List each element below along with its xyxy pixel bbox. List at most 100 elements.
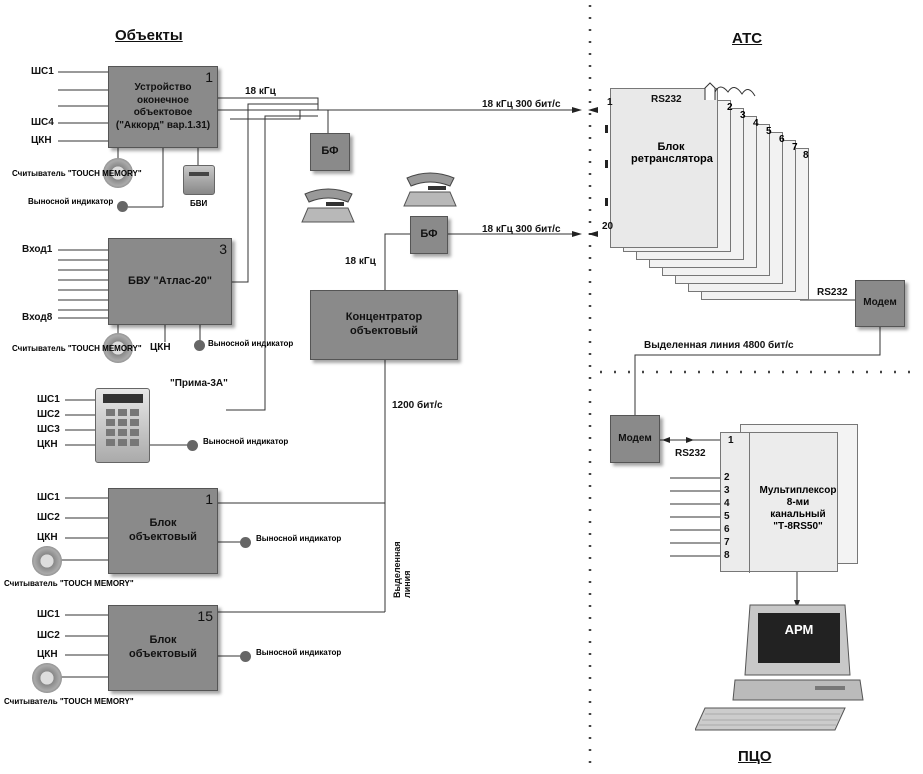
repeater-label: Блок ретранслятора (631, 141, 713, 165)
block15-input-2: ШС2 (37, 630, 60, 641)
keypad-device-icon (95, 388, 150, 463)
block1-indicator-label: Выносной индикатор (256, 534, 342, 543)
mux-channel-2: 2 (724, 472, 730, 483)
repeater-rs232-label: RS232 (651, 94, 682, 105)
bvu-input-1: Вход1 (22, 244, 53, 255)
repeater-num-8: 8 (803, 150, 809, 161)
mux-channel-1: 1 (728, 435, 734, 446)
prima-indicator-label: Выносной индикатор (203, 437, 289, 446)
block15-box: 15 Блок объектовый (108, 605, 218, 691)
section-title-ats: АТС (732, 30, 763, 47)
section-title-objects: Объекты (115, 27, 183, 44)
block15-label: Блок объектовый (129, 634, 197, 660)
block15-input-1: ШС1 (37, 609, 60, 620)
bf-box-1: БФ (310, 133, 350, 171)
concentrator-box: Концентратор объектовый (310, 290, 458, 360)
repeater-num-3: 3 (740, 110, 746, 121)
modem-label-1: Модем (863, 297, 897, 309)
section-title-pco: ПЦО (738, 748, 772, 765)
repeater-num-7: 7 (792, 142, 798, 153)
device1-reader-label: Считыватель "TOUCH MEMORY" (12, 169, 142, 178)
link-18khz-label: 18 кГц (245, 86, 276, 97)
bvu-number: 3 (219, 241, 227, 257)
mux-channel-6: 6 (724, 524, 730, 535)
device1-label: Устройство оконечное объектовое ("Аккорд… (115, 82, 211, 131)
block1-input-1: ШС1 (37, 492, 60, 503)
touch-memory-reader-icon (32, 546, 62, 576)
prima-input-4: ЦКН (37, 439, 58, 450)
repeater-num-5: 5 (766, 126, 772, 137)
block1-label: Блок объектовый (129, 517, 197, 543)
rs232-label-a: RS232 (817, 287, 848, 298)
device1-input-1: ШС1 (31, 66, 54, 77)
bf-box-2: БФ (410, 216, 448, 254)
device1-input-3: ЦКН (31, 135, 52, 146)
device1-indicator-label: Выносной индикатор (28, 197, 114, 206)
bvu-ckn-label: ЦКН (150, 342, 171, 353)
modem-box-2: Модем (610, 415, 660, 463)
indicator-lamp-icon (240, 651, 251, 662)
indicator-lamp-icon (194, 340, 205, 351)
touch-memory-reader-icon (103, 333, 133, 363)
bf-label-2: БФ (420, 228, 438, 241)
modem-box-1: Модем (855, 280, 905, 327)
repeater-box: RS232 Блок ретранслятора (610, 88, 718, 248)
prima-input-2: ШС2 (37, 409, 60, 420)
repeater-num-4: 4 (753, 118, 759, 129)
device1-input-2: ШС4 (31, 117, 54, 128)
link-line1-label: 18 кГц 300 бит/с (482, 99, 561, 110)
dedicated-line-label: Выделенная линия (392, 541, 412, 598)
device1-number: 1 (205, 69, 213, 85)
mux-channel-4: 4 (724, 498, 730, 509)
prima-input-3: ШС3 (37, 424, 60, 435)
prima-input-1: ШС1 (37, 394, 60, 405)
link-18khz-b-label: 18 кГц (345, 256, 376, 267)
bvu-label: БВУ "Атлас-20" (128, 274, 212, 287)
telephone-icon-1 (301, 188, 355, 223)
multiplexer-box: Мультиплексор 8-ми канальный "Т-8RS50" (720, 432, 838, 573)
arm-label: АРМ (784, 622, 814, 637)
bvu-input-8: Вход8 (22, 312, 53, 323)
block1-number: 1 (205, 491, 213, 507)
block1-input-2: ШС2 (37, 512, 60, 523)
repeater-num-6: 6 (779, 134, 785, 145)
repeater-num-2: 2 (727, 102, 733, 113)
block1-box: 1 Блок объектовый (108, 488, 218, 574)
bvu-reader-label: Считыватель "TOUCH MEMORY" (12, 344, 142, 353)
block15-input-3: ЦКН (37, 649, 58, 660)
block1-reader-label: Считыватель "TOUCH MEMORY" (4, 579, 134, 588)
device1-box: 1 Устройство оконечное объектовое ("Акко… (108, 66, 218, 148)
block1-input-3: ЦКН (37, 532, 58, 543)
repeater-port-20: 20 (602, 221, 614, 232)
modem-label-2: Модем (618, 432, 652, 444)
mux-channel-5: 5 (724, 511, 730, 522)
rs232-label-b: RS232 (675, 448, 706, 459)
concentrator-label: Концентратор объектовый (345, 311, 423, 337)
leased-line-label: Выделенная линия 4800 бит/с (644, 340, 794, 351)
mux-channel-3: 3 (724, 485, 730, 496)
mux-channel-7: 7 (724, 537, 730, 548)
bf-label-1: БФ (321, 145, 339, 158)
link-line2-label: 18 кГц 300 бит/с (482, 224, 561, 235)
bvi-label: БВИ (190, 199, 208, 208)
bvu-indicator-label: Выносной индикатор (208, 339, 294, 348)
indicator-lamp-icon (187, 440, 198, 451)
prima-label: "Прима-3А" (170, 378, 228, 389)
computer-workstation-icon (695, 604, 864, 731)
indicator-lamp-icon (240, 537, 251, 548)
block15-reader-label: Считыватель "TOUCH MEMORY" (4, 697, 134, 706)
link-1200bps-label: 1200 бит/с (392, 400, 443, 411)
bvu-box: 3 БВУ "Атлас-20" (108, 238, 232, 325)
block15-number: 15 (197, 608, 213, 624)
repeater-loop-icon (704, 82, 756, 100)
telephone-icon-2 (403, 172, 457, 207)
bvi-device-icon (183, 165, 215, 195)
block15-indicator-label: Выносной индикатор (256, 648, 342, 657)
repeater-port-1: 1 (607, 97, 613, 108)
touch-memory-reader-icon (32, 663, 62, 693)
multiplexer-label: Мультиплексор 8-ми канальный "Т-8RS50" (759, 485, 837, 532)
indicator-lamp-icon (117, 201, 128, 212)
mux-channel-8: 8 (724, 550, 730, 561)
